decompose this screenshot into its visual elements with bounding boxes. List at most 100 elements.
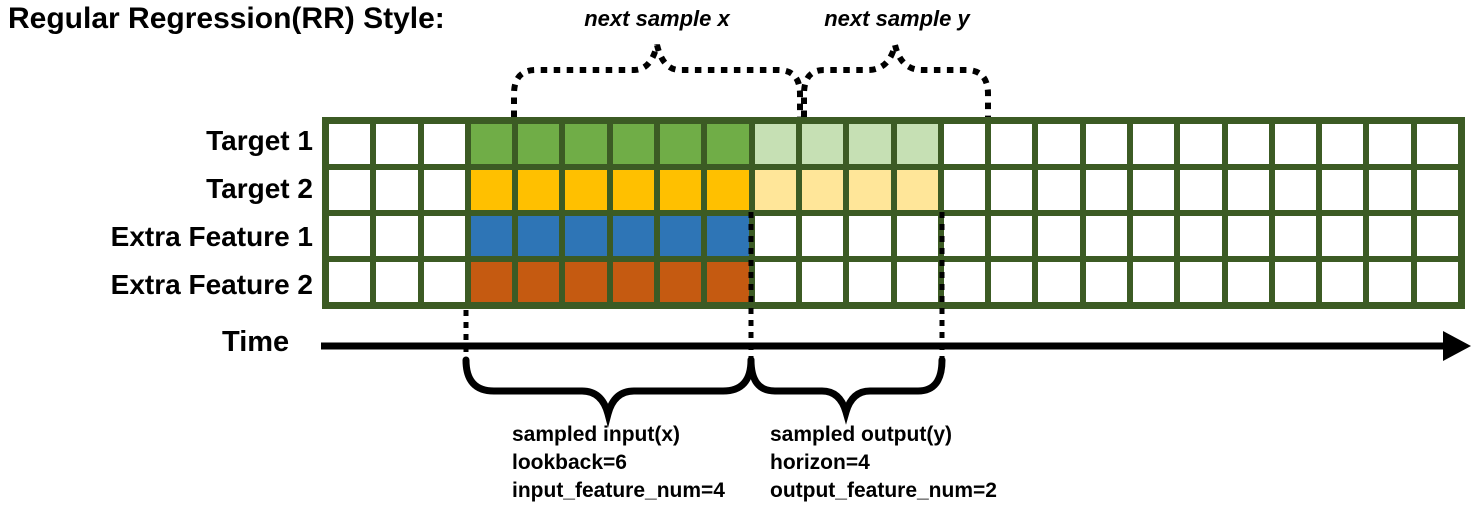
output-feature-num-label: output_feature_num=2 [770, 479, 997, 502]
grid-cell [1085, 262, 1127, 302]
grid-cell [423, 216, 465, 256]
grid-cell [1038, 262, 1080, 302]
grid-cell [1227, 170, 1269, 210]
grid-cell [1274, 124, 1317, 164]
grid-cell [518, 216, 560, 256]
grid-cell [991, 216, 1033, 256]
grid-cell [1227, 262, 1269, 302]
grid-cell [1132, 262, 1175, 302]
grid-cell [1274, 262, 1317, 302]
grid-cell [896, 262, 938, 302]
grid-cell [1416, 216, 1458, 256]
grid-cell [896, 170, 938, 210]
grid-cell [1274, 216, 1317, 256]
row-labels: Target 1 Target 2 Extra Feature 1 Extra … [0, 117, 313, 309]
grid-cell [1180, 170, 1222, 210]
grid-cell [518, 262, 560, 302]
next-sample-y-label: next sample y [824, 6, 970, 31]
grid-cell [849, 216, 891, 256]
sampled-input-annotation: sampled input(x) lookback=6 input_featur… [512, 421, 725, 505]
grid-cell [1369, 170, 1411, 210]
grid-cell [612, 170, 655, 210]
time-axis-label: Time [222, 326, 290, 358]
row-label-extra-feature-1: Extra Feature 1 [110, 221, 313, 252]
row-label-target-2: Target 2 [206, 173, 313, 204]
grid-cell [1038, 170, 1080, 210]
grid-cell [1085, 216, 1127, 256]
grid-cell [943, 124, 986, 164]
grid-cell [376, 262, 418, 302]
grid-cell [801, 170, 844, 210]
grid-cell [1322, 124, 1364, 164]
grid-cell [565, 124, 607, 164]
grid-cell [565, 216, 607, 256]
input-feature-num-label: input_feature_num=4 [512, 479, 725, 502]
grid-cell [1369, 262, 1411, 302]
grid-cell [423, 170, 465, 210]
grid-cell [991, 124, 1033, 164]
grid-cell [754, 170, 796, 210]
row-label-target-1: Target 1 [206, 125, 313, 156]
grid-cell [612, 262, 655, 302]
sampled-output-annotation: sampled output(y) horizon=4 output_featu… [770, 421, 997, 505]
grid-cell [470, 124, 513, 164]
timestep-grid [322, 117, 1465, 309]
grid-cell [423, 124, 465, 164]
grid-cell [329, 262, 371, 302]
grid-cell [376, 124, 418, 164]
grid-cell [754, 124, 796, 164]
grid-cell [1180, 124, 1222, 164]
grid-cell [1038, 124, 1080, 164]
next-sample-y-brace [801, 44, 991, 117]
grid-cell [518, 124, 560, 164]
grid-cell [943, 216, 986, 256]
grid-cell [660, 262, 702, 302]
grid-cell [707, 124, 749, 164]
grid-cell [1132, 124, 1175, 164]
grid-cell [1322, 216, 1364, 256]
grid-cell [1227, 124, 1269, 164]
grid-cell [1322, 170, 1364, 210]
grid-cell [1085, 124, 1127, 164]
grid-cell [470, 216, 513, 256]
sampled-input-brace [462, 356, 755, 428]
grid-cell [1416, 170, 1458, 210]
sampled-output-brace [747, 356, 946, 425]
grid-cell [329, 170, 371, 210]
grid-cell [1132, 170, 1175, 210]
grid-cell [849, 124, 891, 164]
grid-cell [1416, 124, 1458, 164]
grid-cell [565, 170, 607, 210]
grid-cell [1038, 216, 1080, 256]
grid-cell [1274, 170, 1317, 210]
grid-cell [896, 124, 938, 164]
grid-cell [470, 170, 513, 210]
grid-cell [943, 170, 986, 210]
grid-cell [707, 262, 749, 302]
sampled-output-label: sampled output(y) [770, 423, 952, 446]
grid-cell [1085, 170, 1127, 210]
grid-cell [1180, 262, 1222, 302]
grid-cell [991, 170, 1033, 210]
grid-cell [423, 262, 465, 302]
grid-cell [329, 124, 371, 164]
grid-cell [943, 262, 986, 302]
grid-cell [1322, 262, 1364, 302]
time-axis-arrowhead [1443, 331, 1471, 361]
grid-cell [1369, 124, 1411, 164]
row-label-extra-feature-2: Extra Feature 2 [110, 269, 313, 300]
grid-cell [707, 216, 749, 256]
grid-cell [801, 124, 844, 164]
grid-cell [660, 170, 702, 210]
grid-cell [518, 170, 560, 210]
grid-cell [660, 216, 702, 256]
grid-cell [896, 216, 938, 256]
grid-cell [754, 216, 796, 256]
horizon-label: horizon=4 [770, 451, 870, 474]
grid-cell [707, 170, 749, 210]
next-sample-x-label: next sample x [584, 6, 730, 31]
grid-cell [849, 262, 891, 302]
sampled-input-label: sampled input(x) [512, 423, 681, 446]
grid-cell [991, 262, 1033, 302]
